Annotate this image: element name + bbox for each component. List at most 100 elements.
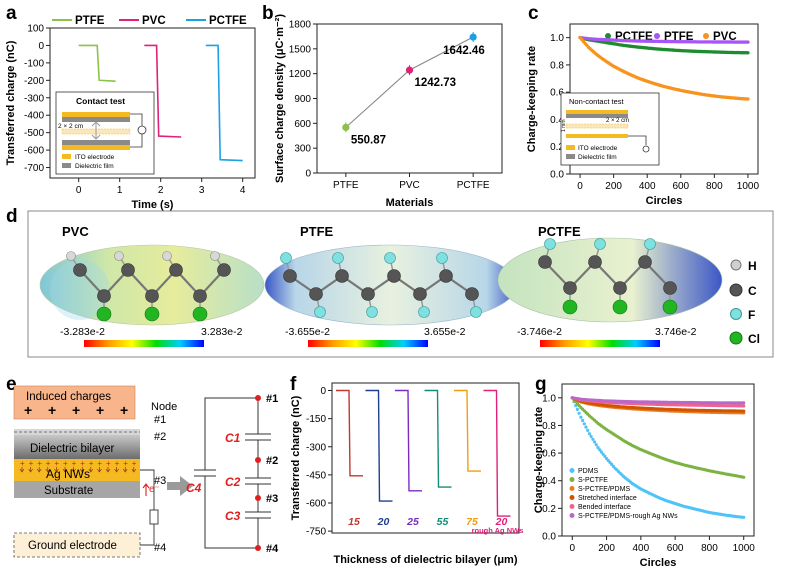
chart-g-legend-swatch [569, 468, 575, 473]
chart-f-series-2 [395, 389, 422, 492]
ag-nws-arrow [79, 467, 85, 473]
atom-legend-f-label: F [748, 308, 755, 322]
chart-a-xtick-label: 2 [158, 185, 164, 196]
contact-legend-ito: ITO electrode [75, 154, 115, 161]
chart-g-point [601, 452, 605, 456]
pvc-side-atom [210, 251, 220, 261]
ptfe-carbon [335, 269, 349, 283]
chart-g-series-pdms [570, 396, 746, 519]
chart-c-xlabel: Circles [646, 195, 683, 207]
circuit-node-4: #4 [266, 543, 279, 555]
chart-f-ytick-label: -750 [306, 527, 326, 538]
chart-b-ylabel: Surface charge density (μC·m⁻²) [274, 14, 286, 183]
ground-electrode-box [13, 532, 141, 558]
pvc-carbon [73, 263, 87, 277]
chart-b-ytick-label: 1200 [289, 69, 312, 80]
chart-c-ylabel: Charge-keeping rate [526, 46, 538, 152]
chart-c-point [746, 97, 750, 101]
chart-g-point [598, 448, 602, 452]
chart-g-point [742, 475, 746, 479]
non-contact-legend-dielectric: Dielectric film [578, 154, 617, 161]
chart-g-ytick-label: 1.0 [542, 393, 556, 404]
atom-legend-c-label: C [748, 284, 757, 298]
node-label-1: #1 [154, 414, 166, 426]
ptfe-side-atom [332, 252, 344, 264]
ag-nws-plus: + [54, 459, 59, 468]
panel-letter-d: d [6, 206, 18, 227]
chart-g-point [582, 422, 586, 426]
ag-nws-arrow [19, 467, 25, 473]
pvc-side-atom [162, 251, 172, 261]
chart-g-series-s-pctfe-pdms-rough-ag-nws [570, 396, 746, 405]
chart-f-series-label: 20 [495, 516, 508, 528]
chart-f-series-3 [424, 389, 452, 488]
chart-c-series-pvc [578, 35, 750, 101]
chart-a-ytick-label: -100 [24, 58, 44, 69]
chart-b-category-label: PTFE [333, 180, 359, 191]
ag-nws-arrow [114, 467, 119, 473]
chart-c-xtick-label: 400 [639, 181, 656, 192]
atom-legend-h [730, 259, 742, 271]
chart-g-ylabel: Charge-keeping rate [533, 407, 545, 513]
pctfe-side-atom [662, 299, 678, 315]
chart-a-series-pvc [144, 44, 182, 138]
chart-g-point [587, 432, 592, 436]
chart-g-xtick-label: 1000 [733, 543, 756, 554]
chart-g-xtick-label: 200 [598, 543, 615, 554]
ptfe-side-atom [366, 306, 378, 318]
chart-f-ylabel: Transferred charge (nC) [290, 395, 302, 520]
chart-a-series-ptfe [78, 44, 116, 82]
chart-c-legend-label: PTFE [664, 31, 694, 43]
chart-a-ytick-label: -200 [24, 76, 44, 87]
chart-g-xtick-label: 800 [701, 543, 718, 554]
panel-letter-g: g [535, 374, 547, 395]
chart-a-ytick-label: 100 [27, 24, 44, 35]
atoms-layer [66, 238, 678, 322]
ag-nws-plus: + [37, 459, 42, 468]
chart-f-ytick-label: -300 [306, 442, 326, 453]
pvc-carbon [97, 289, 111, 303]
non-contact-test-dim: 2 × 2 cm [606, 118, 629, 124]
ptfe-side-atom [384, 252, 396, 264]
non-contact-test-inset: Non-contact test 2 × 2 cm 1 mm ITO elect… [560, 92, 660, 166]
chart-g-legend-label: Bended interface [578, 504, 631, 511]
ground-electrode-label: Ground electrode [28, 540, 117, 552]
substrate-label: Substrate [44, 485, 93, 497]
pvc-side-atom [144, 306, 160, 322]
chart-g-point [742, 404, 746, 408]
ag-nws-arrow [36, 467, 42, 473]
chart-b-point [342, 123, 350, 132]
chart-c-xtick-label: 800 [706, 181, 723, 192]
chart-g-point [579, 415, 583, 419]
ptfe-carbon [413, 287, 427, 301]
ag-nws-label: Ag NWs [46, 467, 90, 481]
ag-nws-plus: + [63, 459, 68, 468]
chart-f-series-label: 15 [348, 516, 360, 528]
induced-charges-label: Induced charges [26, 391, 111, 403]
chart-a-xtick-label: 3 [199, 185, 205, 196]
chart-g-series-s-pctfe [570, 396, 746, 479]
pctfe-carbon [563, 281, 577, 295]
chart-c-legend-swatch [654, 33, 660, 39]
contact-test-inset: Contact test 2 × 2 cm ITO electrode Diel… [55, 91, 155, 175]
chart-b-data-label: 1242.73 [415, 77, 457, 89]
chart-g-ytick-label: 0.8 [542, 421, 556, 432]
chart-g-ytick-label: 0.2 [542, 504, 556, 515]
ag-nws-plus: + [97, 459, 102, 468]
chart-c-xtick-label: 200 [605, 181, 622, 192]
induced-plus: + [96, 402, 104, 418]
pctfe-side-atom [644, 238, 656, 250]
pvc-side-atom [114, 251, 124, 261]
pctfe-esp-surface [497, 237, 723, 323]
ag-nws-plus: + [106, 459, 111, 468]
contact-test-title: Contact test [76, 96, 125, 106]
node-label-3: #3 [154, 475, 166, 487]
chart-a-xtick-label: 0 [76, 185, 82, 196]
chart-b-point [469, 33, 477, 41]
colorbar-ptfe-max: 3.655e-2 [424, 326, 466, 338]
ptfe-side-atom [314, 306, 326, 318]
atom-legend-cl [729, 331, 743, 345]
chart-g-legend-swatch [569, 513, 575, 518]
